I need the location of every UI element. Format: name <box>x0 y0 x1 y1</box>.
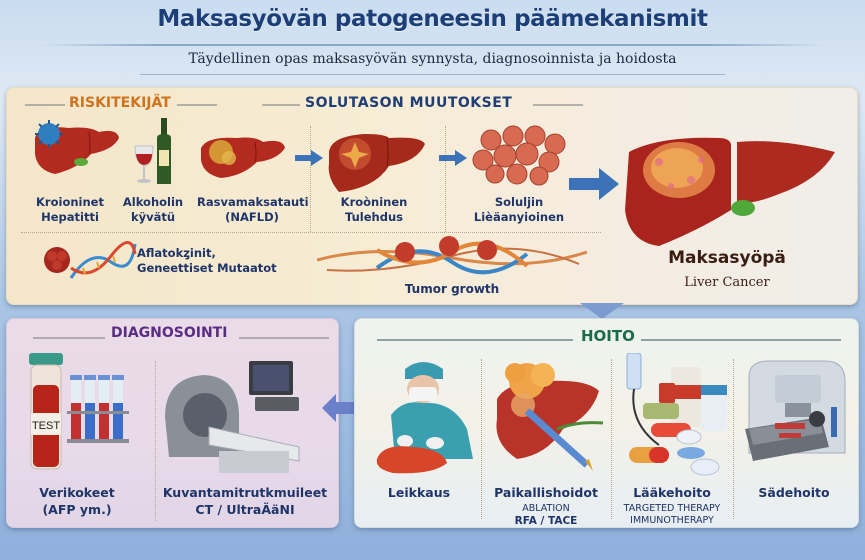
diagnosis-heading: DIAGNOSOINTI <box>111 325 228 341</box>
risk-item-nafld: Rasvamaksatauti (NAFLD) <box>197 195 309 225</box>
ablation-needle-icon <box>496 363 604 471</box>
diag-label-line1: Verikokeet <box>39 485 115 500</box>
section-divider <box>155 361 156 521</box>
cancer-liver-icon <box>625 137 835 246</box>
fatty-liver-icon <box>201 137 285 178</box>
page-subtitle: Täydellinen opas maksasyövän synnysta, d… <box>188 51 677 67</box>
cell-label-line1: Soluljin <box>494 195 544 209</box>
section-divider <box>733 359 734 519</box>
diag-label-line2: (AFP ym.) <box>42 502 112 517</box>
arrow-right-large-icon <box>569 168 619 200</box>
arrow-right-icon <box>439 150 467 166</box>
section-divider <box>611 359 612 519</box>
radiotherapy-machine-icon <box>745 360 846 461</box>
treat-medication-detail: TARGETED THERAPY IMMUNOTHERAPY <box>605 503 739 527</box>
header: Maksasyövän patogeneesin päämekanismit T… <box>0 0 865 84</box>
inflamed-liver-icon <box>328 134 425 192</box>
ct-scanner-icon <box>165 361 300 473</box>
title-divider <box>40 44 825 46</box>
medication-pills-icon <box>626 353 727 476</box>
virus-liver-icon <box>35 120 119 174</box>
blood-test-tubes-icon: TEST <box>29 353 129 470</box>
cell-item-inflammation: Kroòninen Tulehdus <box>319 195 429 225</box>
diag-item-blood-test: Verikokeet (AFP ym.) <box>17 484 137 518</box>
cell-item-proliferation: Soluljin Lièäanyioinen <box>459 195 579 225</box>
diag-label-line1: Kuvantamitrutkmuileet <box>162 485 328 500</box>
treatment-panel: HOITO Leikkaus Paikallishoidot ABLATION … <box>354 318 859 528</box>
risk-label-line1: Rasvamaksatauti <box>197 195 309 209</box>
page-title: Maksasyövän patogeneesin päämekanismit <box>157 6 708 32</box>
treat-item-local: Paikallishoidot <box>494 485 598 500</box>
tumor-growth-icon <box>317 236 587 275</box>
heading-rule <box>262 104 300 106</box>
treat-item-medication: Lääkehoito <box>633 485 711 500</box>
risk-label-line2: kÿvätü <box>130 210 176 224</box>
cancer-subtitle: Liver Cancer <box>684 275 770 290</box>
cell-label-line2: Lièäanyioinen <box>473 210 565 224</box>
diag-label-line2: CT / UltraÄäNI <box>195 502 295 517</box>
heading-rule <box>33 337 105 339</box>
diagnosis-panel: DIAGNOSOINTI TEST Verikokeet (AFP ym.) K… <box>6 318 339 528</box>
heading-rule <box>239 337 329 339</box>
heading-rule <box>177 104 217 106</box>
section-divider <box>445 126 446 232</box>
wine-bottle-icon <box>134 118 171 184</box>
arrow-right-icon <box>295 150 323 166</box>
treat-item-radiotherapy: Sädehoito <box>758 485 830 500</box>
treat-detail-line2: RFA / TACE <box>514 515 578 527</box>
risk-item-alcohol: Alkoholin kÿvätü <box>113 195 193 225</box>
heading-rule <box>641 339 841 341</box>
subtitle-divider <box>140 74 725 75</box>
risk-label-line2: Geneettiset Mutaatot <box>137 261 277 275</box>
dna-cells-icon <box>44 241 137 279</box>
risk-item-aflatoxin: Aflatokȥinit, Geneettiset Mutaatot <box>137 246 297 276</box>
risk-label-line1: Aflatokȥinit, <box>137 246 216 260</box>
pathogenesis-panel: RISKITEKIJÄT SOLUTASON MUUTOKSET Kroioni… <box>6 87 858 305</box>
treat-detail-line1: TARGETED THERAPY <box>623 503 721 514</box>
svg-text:TEST: TEST <box>32 420 60 432</box>
heading-rule <box>377 339 573 341</box>
risk-label-line2: (NAFLD) <box>225 210 279 224</box>
tumor-growth-label: Tumor growth <box>404 282 500 296</box>
treat-detail-line1: ABLATION <box>522 503 570 514</box>
treat-local-detail: ABLATION RFA / TACE <box>481 503 611 527</box>
diag-item-imaging: Kuvantamitrutkmuileet CT / UltraÄäNI <box>155 484 335 518</box>
cell-label-line1: Kroòninen <box>340 195 408 209</box>
arrow-down-icon <box>580 303 624 319</box>
section-divider <box>21 232 601 233</box>
surgeon-icon <box>376 362 473 474</box>
risk-label-line1: Alkoholin <box>122 195 184 209</box>
heading-rule <box>25 104 65 106</box>
risk-label-line1: Kroioninet <box>36 195 104 209</box>
treatment-heading: HOITO <box>581 327 635 345</box>
section-divider <box>481 359 482 519</box>
risk-label-line2: Hepatitti <box>41 210 99 224</box>
section-divider <box>310 126 311 232</box>
cell-cluster-icon <box>472 125 566 186</box>
risk-factors-heading: RISKITEKIJÄT <box>69 95 171 111</box>
cellular-changes-heading: SOLUTASON MUUTOKSET <box>305 95 513 111</box>
cancer-title: Maksasyöpä <box>668 248 786 268</box>
heading-rule <box>533 104 583 106</box>
treat-detail-line2: IMMUNOTHERAPY <box>630 515 714 526</box>
cell-label-line2: Tulehdus <box>345 210 403 224</box>
risk-item-hepatitis: Kroioninet Hepatitti <box>25 195 115 225</box>
treat-item-surgery: Leikkaus <box>387 485 451 500</box>
